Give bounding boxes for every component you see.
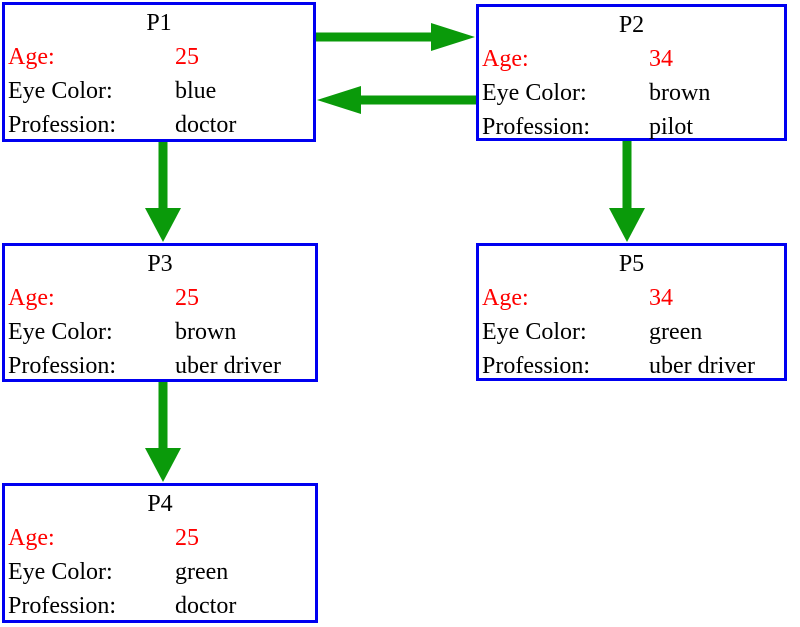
node-title: P3 bbox=[147, 251, 173, 277]
attribute-row: Eye Color: brown bbox=[479, 76, 784, 110]
attribute-value: doctor bbox=[175, 593, 237, 619]
edge-arrow-p1-to-p3 bbox=[145, 142, 181, 242]
person-node-p2: P2 Age: 34 Eye Color: brown Profession: … bbox=[476, 4, 787, 141]
attribute-label: Eye Color: bbox=[8, 319, 113, 345]
attribute-value: brown bbox=[649, 80, 711, 106]
edge-arrow-p1-to-p2 bbox=[316, 23, 475, 51]
attribute-value: doctor bbox=[175, 112, 237, 138]
edge-arrow-p3-to-p4 bbox=[145, 382, 181, 482]
attribute-row: Profession: doctor bbox=[5, 108, 313, 142]
node-title: P2 bbox=[618, 12, 645, 38]
attribute-value: brown bbox=[175, 319, 237, 345]
attribute-row: Profession: pilot bbox=[479, 110, 784, 144]
attribute-row: Age: 25 bbox=[5, 521, 315, 555]
attribute-value: 34 bbox=[649, 46, 673, 72]
attribute-label: Age: bbox=[482, 285, 529, 311]
attribute-label: Profession: bbox=[482, 114, 590, 140]
edge-arrow-p2-to-p1 bbox=[317, 86, 476, 114]
attribute-row: Profession: uber driver bbox=[479, 349, 784, 383]
attribute-row: Age: 34 bbox=[479, 42, 784, 76]
attribute-row: Eye Color: green bbox=[479, 315, 784, 349]
node-title: P4 bbox=[147, 491, 173, 517]
attribute-row: Profession: doctor bbox=[5, 589, 315, 623]
attribute-row: Profession: uber driver bbox=[5, 349, 315, 383]
attribute-label: Eye Color: bbox=[8, 78, 113, 104]
attribute-label: Age: bbox=[8, 44, 55, 70]
attribute-label: Profession: bbox=[8, 112, 116, 138]
attribute-label: Profession: bbox=[482, 353, 590, 379]
attribute-value: uber driver bbox=[649, 353, 755, 379]
person-node-p5: P5 Age: 34 Eye Color: green Profession: … bbox=[476, 243, 787, 381]
person-node-p1: P1 Age: 25 Eye Color: blue Profession: d… bbox=[2, 2, 316, 142]
attribute-value: green bbox=[649, 319, 703, 345]
attribute-row: Eye Color: green bbox=[5, 555, 315, 589]
attribute-row: Age: 25 bbox=[5, 40, 313, 74]
attribute-value: pilot bbox=[649, 114, 694, 140]
attribute-label: Age: bbox=[8, 525, 55, 551]
person-node-p4: P4 Age: 25 Eye Color: green Profession: … bbox=[2, 483, 318, 623]
node-title: P1 bbox=[146, 10, 172, 36]
attribute-value: green bbox=[175, 559, 229, 585]
node-title: P5 bbox=[618, 251, 645, 277]
attribute-label: Profession: bbox=[8, 593, 116, 619]
attribute-row: Eye Color: brown bbox=[5, 315, 315, 349]
attribute-value: 34 bbox=[649, 285, 673, 311]
person-node-p3: P3 Age: 25 Eye Color: brown Profession: … bbox=[2, 243, 318, 382]
attribute-value: blue bbox=[175, 78, 217, 104]
attribute-label: Age: bbox=[8, 285, 55, 311]
attribute-label: Profession: bbox=[8, 353, 116, 379]
attribute-row: Age: 25 bbox=[5, 281, 315, 315]
attribute-row: Age: 34 bbox=[479, 281, 784, 315]
attribute-value: 25 bbox=[175, 525, 199, 551]
attribute-label: Eye Color: bbox=[8, 559, 113, 585]
attribute-row: Eye Color: blue bbox=[5, 74, 313, 108]
attribute-value: 25 bbox=[175, 44, 199, 70]
attribute-value: 25 bbox=[175, 285, 199, 311]
attribute-label: Eye Color: bbox=[482, 319, 587, 345]
attribute-label: Age: bbox=[482, 46, 529, 72]
attribute-value: uber driver bbox=[175, 353, 281, 379]
attribute-label: Eye Color: bbox=[482, 80, 587, 106]
edge-arrow-p2-to-p5 bbox=[609, 141, 645, 242]
